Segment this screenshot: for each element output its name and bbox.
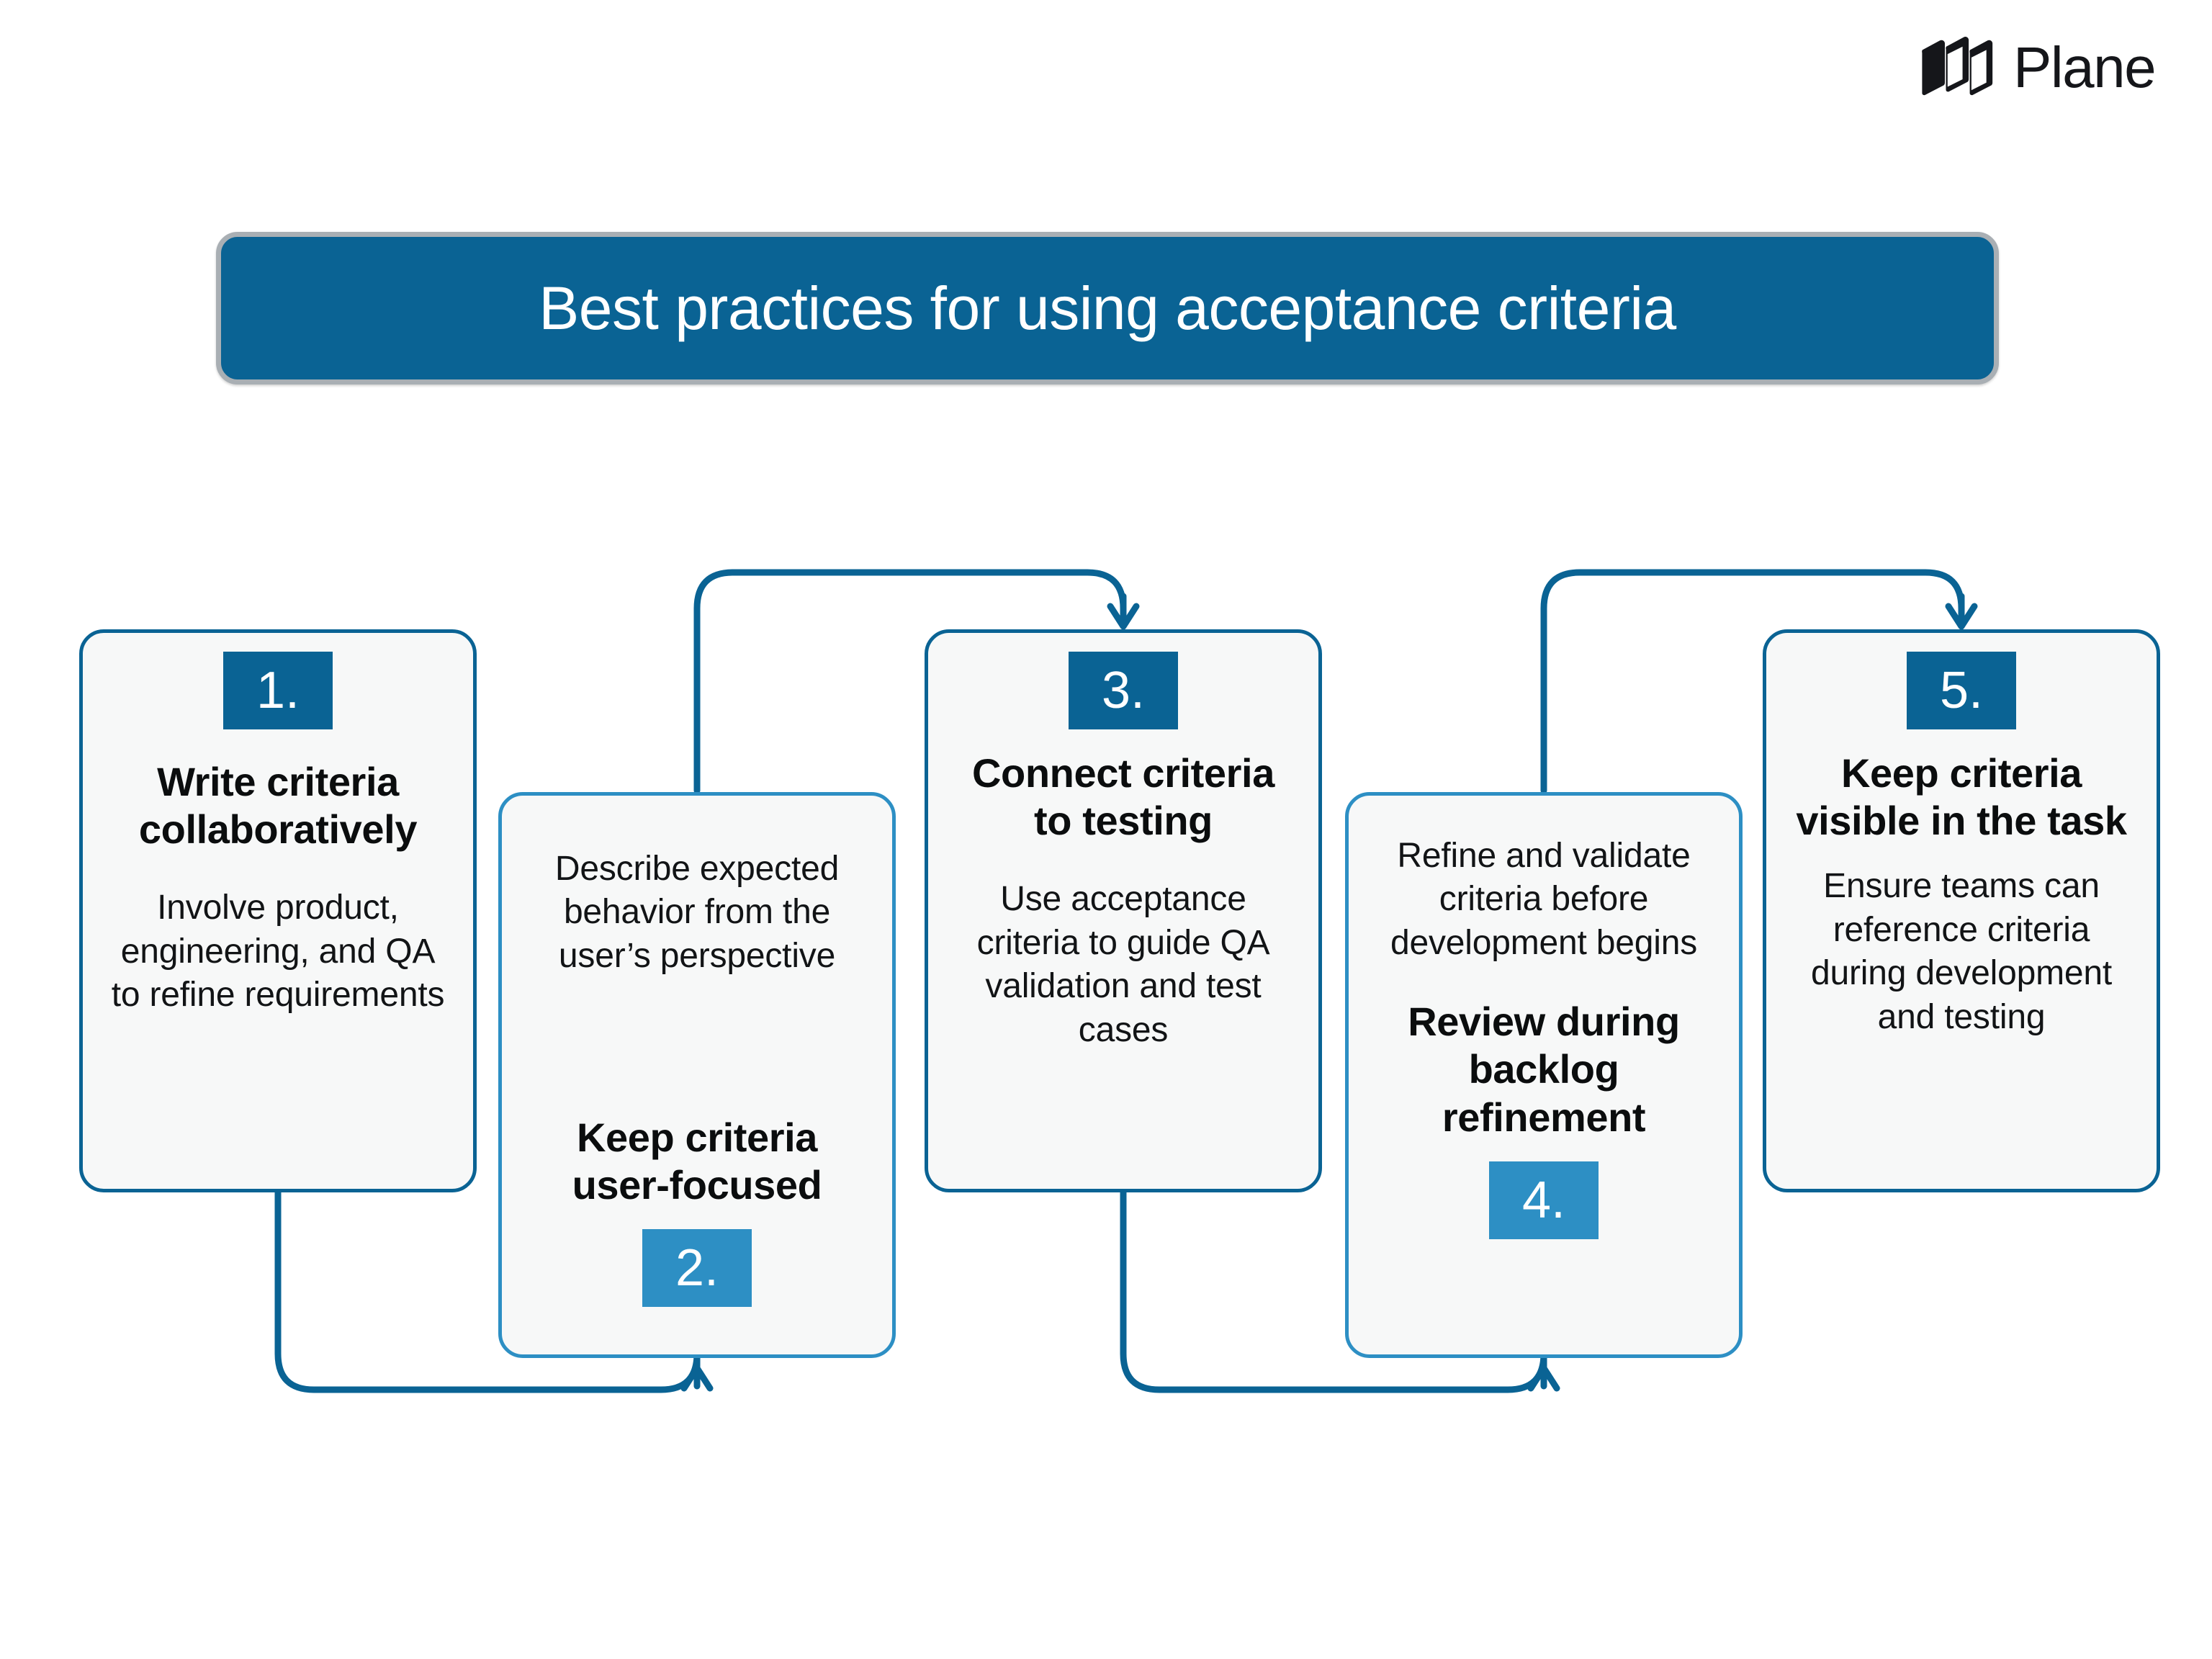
- step-number-badge-4: 4.: [1489, 1161, 1599, 1239]
- plane-logo-icon: [1922, 37, 1993, 96]
- step-number-2: 2.: [675, 1239, 719, 1297]
- step-number-3: 3.: [1101, 662, 1146, 719]
- step-title-1: Write criteria collaboratively: [138, 759, 418, 853]
- step-number-badge-5: 5.: [1907, 652, 2016, 729]
- step-title-4: Review during backlog refinement: [1408, 999, 1680, 1140]
- step-number-4: 4.: [1521, 1171, 1566, 1229]
- step-number-badge-2: 2.: [642, 1229, 752, 1307]
- brand-name: Plane: [2013, 35, 2157, 99]
- step-number-1: 1.: [256, 662, 300, 719]
- step-number-badge-3: 3.: [1069, 652, 1178, 729]
- brand-logo: Plane: [1920, 35, 2157, 101]
- step-description-2: Describe expected behavior from the user…: [554, 850, 840, 975]
- page-title: Best practices for using acceptance crit…: [539, 274, 1676, 342]
- step-card-1[interactable]: 1. Write criteria collaboratively Involv…: [79, 629, 477, 1192]
- step-card-3[interactable]: 3. Connect criteria to testing Use accep…: [925, 629, 1322, 1192]
- page-title-banner: Best practices for using acceptance crit…: [216, 232, 1999, 385]
- step-title-5: Keep criteria visible in the task: [1796, 750, 2127, 844]
- step-description-5: Ensure teams can reference criteria duri…: [1810, 867, 2113, 1036]
- step-number-5: 5.: [1939, 662, 1984, 719]
- step-description-3: Use acceptance criteria to guide QA vali…: [976, 880, 1270, 1049]
- step-title-3: Connect criteria to testing: [972, 750, 1274, 844]
- step-description-4: Refine and validate criteria before deve…: [1390, 837, 1698, 962]
- step-card-5[interactable]: 5. Keep criteria visible in the task Ens…: [1763, 629, 2160, 1192]
- step-card-2[interactable]: Describe expected behavior from the user…: [498, 792, 896, 1358]
- step-title-2: Keep criteria user-focused: [572, 1114, 822, 1208]
- step-card-4[interactable]: Refine and validate criteria before deve…: [1345, 792, 1743, 1358]
- step-number-badge-1: 1.: [223, 652, 333, 729]
- step-description-1: Involve product, engineering, and QA to …: [111, 889, 445, 1015]
